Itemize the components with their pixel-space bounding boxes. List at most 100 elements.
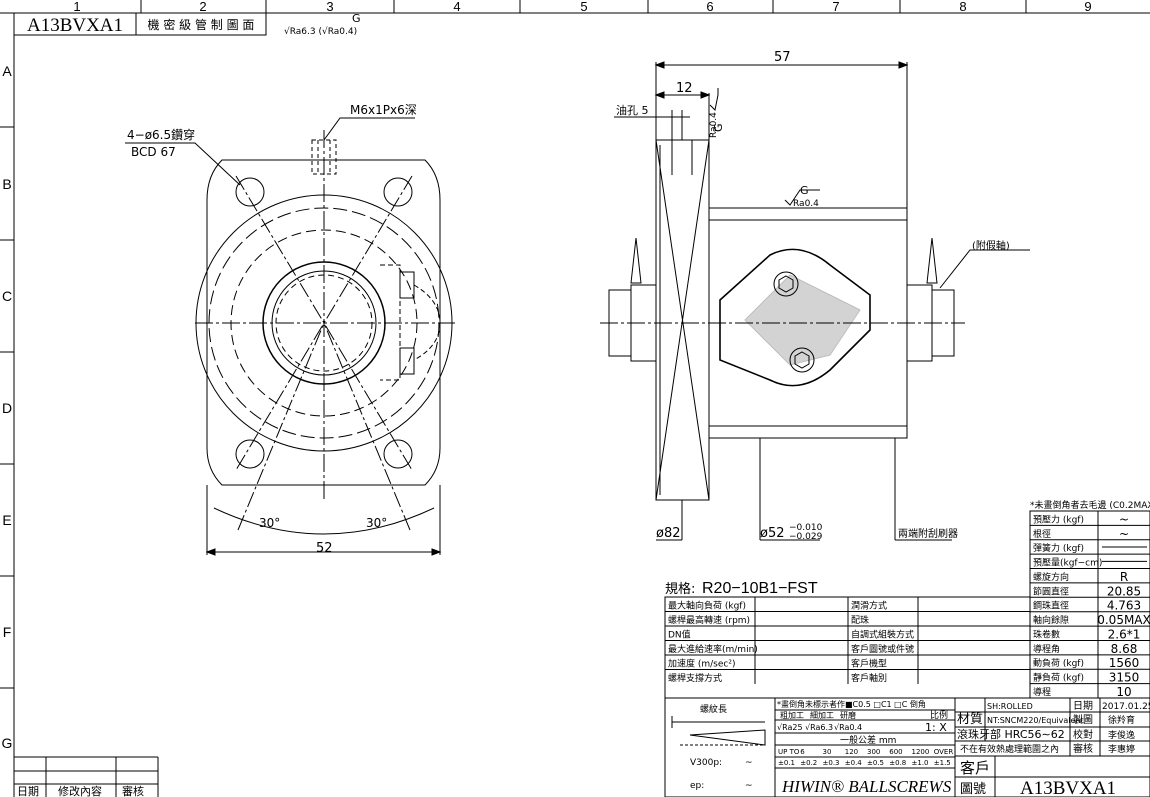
- fine-work: 細加工: [810, 710, 834, 720]
- grid-row-A: A: [2, 63, 12, 79]
- property-value: 8.68: [1111, 642, 1138, 656]
- spec-left-label: 加速度 (m/sec²): [668, 658, 735, 670]
- spec-left-label: 最大軸向負荷 (kgf): [668, 600, 746, 612]
- tolerance-value: ±1.0: [912, 759, 929, 767]
- grid-row-G: G: [2, 735, 13, 751]
- grid-row-D: D: [2, 400, 12, 416]
- brand-logo: HIWIN® BALLSCREWS: [781, 777, 952, 796]
- tolerance-value: ±0.1: [778, 759, 795, 767]
- general-tolerance: 一般公差 mm: [840, 734, 896, 746]
- hardness-label: 滾珠牙部 HRC56∼62: [957, 727, 1065, 741]
- revision-labels: 日期 修改內容 審核: [17, 784, 144, 797]
- tolerance-value: ±1.5: [934, 759, 951, 767]
- grid-col-5: 5: [580, 0, 587, 14]
- v300-value: ~: [745, 758, 753, 768]
- property-label: 根徑: [1033, 528, 1051, 540]
- property-label: 靜負荷 (kgf): [1033, 672, 1084, 684]
- heat-note: 不在有效熱處理範圍之內: [960, 743, 1059, 755]
- property-value: R: [1120, 570, 1128, 584]
- spec-value: R20−10B1−FST: [702, 580, 818, 597]
- ra25-label: √Ra25: [777, 723, 803, 732]
- spec-left-label: 最大進給速率(m/min): [668, 643, 758, 655]
- property-label: 軸向餘隙: [1033, 614, 1069, 626]
- property-label: 預壓力 (kgf): [1033, 513, 1084, 525]
- grid-row-C: C: [2, 288, 12, 304]
- grid-row-labels: A B C D E F G: [2, 63, 13, 751]
- review-label: 審核: [1073, 742, 1093, 755]
- bcd-callout: BCD 67: [131, 145, 176, 159]
- grid-col-2: 2: [199, 0, 206, 14]
- property-value: 1560: [1109, 656, 1140, 670]
- tolerance-range-label: 1200: [912, 748, 930, 756]
- date-label: 日期: [1073, 700, 1093, 712]
- roughness-flange-g: G: [712, 123, 725, 132]
- property-value: 20.85: [1107, 584, 1141, 598]
- property-label: 節圓直徑: [1033, 585, 1069, 597]
- tolerance-range-label: 600: [889, 748, 902, 756]
- roughness-top: Ra0.4: [793, 199, 819, 209]
- property-label: 珠卷數: [1033, 628, 1060, 640]
- property-label: 導程: [1033, 686, 1051, 698]
- grid-col-6: 6: [706, 0, 713, 14]
- surface-note-g: G: [352, 12, 361, 25]
- material-1: SH:ROLLED: [987, 702, 1033, 711]
- scale-value: 1: X: [925, 721, 947, 734]
- angle-left-label: 30°: [259, 516, 280, 530]
- hole-callout: 4−ø6.5鑽穿: [127, 127, 195, 142]
- property-value: 4.763: [1107, 599, 1141, 613]
- made-label: 製圖: [1073, 713, 1093, 726]
- bottom-block: [664, 697, 1150, 797]
- surface-note: √Ra6.3 (√Ra0.4): [284, 26, 357, 37]
- spec-mid-label: 客戶機型: [851, 658, 887, 670]
- spec-label: 規格: R20−10B1−FST: [665, 580, 818, 597]
- spec-mid-label: 客戶圖號或件號: [851, 643, 914, 655]
- bottom-block-labels: 螺紋長 *畫倒角未標示者作■C0.5 □C1 □C 倒角 粗加工 細加工 研磨 …: [690, 699, 1150, 797]
- flange-outline: [206, 159, 441, 486]
- tolerance-value: ±0.3: [823, 759, 840, 767]
- material-label: 材質: [957, 712, 983, 727]
- overall-length-dim: 57: [774, 50, 791, 65]
- tolerance-value: ±0.2: [800, 759, 817, 767]
- property-label: 導程角: [1033, 643, 1060, 655]
- grid-col-3: 3: [326, 0, 333, 14]
- mounting-hole-tl: [235, 177, 265, 207]
- spec-rows: 最大軸向負荷 (kgf)潤滑方式螺桿最高轉速 (rpm)配珠DN值自調式組裝方式…: [665, 600, 1030, 684]
- spec-mid-label: 客戶軸別: [851, 672, 887, 684]
- tolerance-range-label: 6: [800, 748, 805, 756]
- ra04-label: √Ra0.4: [834, 723, 862, 732]
- angle-right-label: 30°: [366, 516, 387, 530]
- rough-work: 粗加工: [780, 710, 804, 720]
- thread-callout: M6x1Px6深: [350, 103, 417, 117]
- ra63-label: √Ra6.3: [805, 723, 833, 732]
- side-view-labels: 57 12 油孔 5 G Ra0.4 G Ra0.4 ø82 ø52 −0.01…: [616, 50, 1010, 542]
- spec-mid-label: 潤滑方式: [851, 600, 887, 612]
- grid-row-F: F: [3, 624, 12, 640]
- spec-left-label: 螺桿最高轉速 (rpm): [668, 614, 750, 626]
- grid-col-7: 7: [832, 0, 839, 14]
- v300-label: V300p:: [690, 758, 722, 768]
- oil-hole-label: 油孔 5: [616, 103, 649, 117]
- check-label: 校對: [1073, 728, 1093, 741]
- grid-col-8: 8: [959, 0, 966, 14]
- spec-left-label: DN值: [668, 629, 691, 641]
- chamfer-note: *畫倒角未標示者作■C0.5 □C1 □C 倒角: [777, 699, 926, 709]
- property-value: 0.05MAX: [1097, 613, 1150, 627]
- flange-diameter: ø82: [656, 526, 681, 541]
- date-value: 2017.01.25: [1102, 702, 1150, 712]
- spec-mid-label: 配珠: [851, 614, 869, 626]
- revision-date-label: 日期: [17, 785, 39, 797]
- flange-width-dim: 52: [316, 541, 333, 556]
- tolerance-range-label: 120: [845, 748, 858, 756]
- ep-value: ~: [745, 781, 753, 791]
- review-by: 李惠婷: [1108, 743, 1135, 755]
- scale-label: 比例: [930, 709, 948, 721]
- tolerance-value: ±0.8: [889, 759, 906, 767]
- roughness-top-g: G: [800, 184, 809, 197]
- chamfer-header: *未畫倒角者去毛邊 (C0.2MAX): [1030, 499, 1150, 511]
- property-value: ~: [1119, 527, 1129, 541]
- mounting-hole-tr: [383, 177, 413, 207]
- revision-review-label: 審核: [122, 784, 144, 797]
- drawing-label: 圖號: [960, 782, 986, 797]
